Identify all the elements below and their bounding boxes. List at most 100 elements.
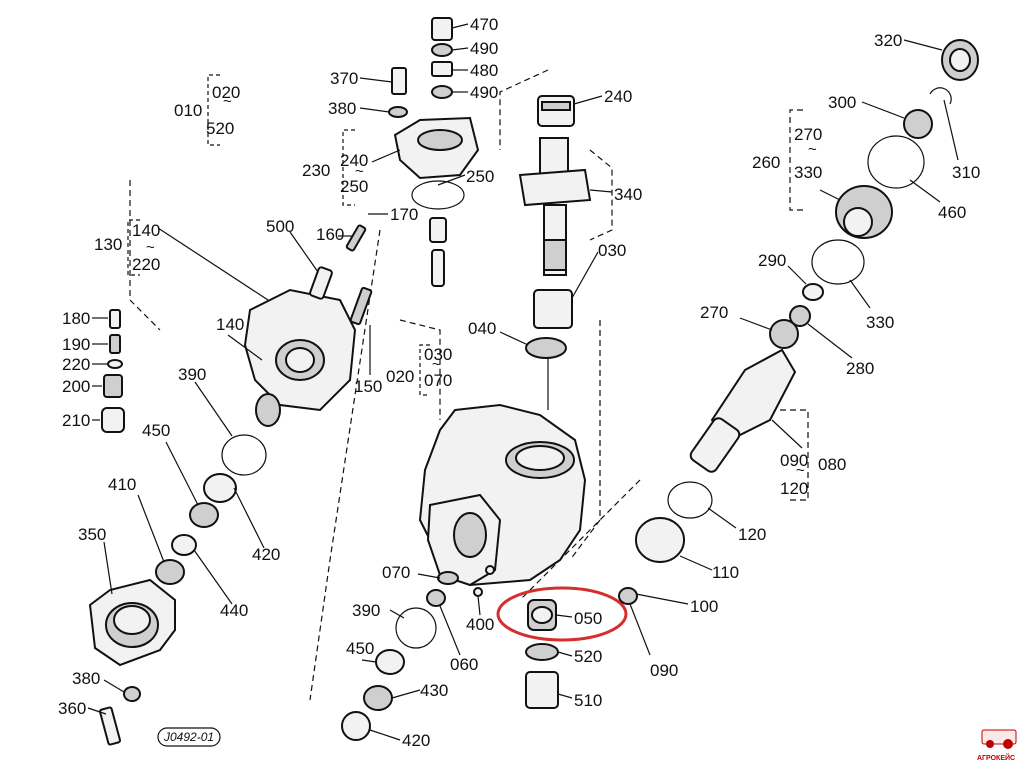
callout-420: 420 — [402, 731, 430, 750]
callout-460: 460 — [938, 203, 966, 222]
leader-390 — [194, 381, 233, 437]
leader-090b — [771, 419, 803, 449]
callout-510: 510 — [574, 691, 602, 710]
callout-190: 190 — [62, 335, 90, 354]
leader-370 — [359, 77, 393, 83]
bracket-010 — [207, 74, 220, 146]
o-ring-390b — [395, 607, 437, 649]
tilde-010: ~ — [223, 93, 232, 110]
tilde-230: ~ — [355, 163, 364, 180]
washer-220 — [107, 359, 123, 369]
callout-470: 470 — [470, 15, 498, 34]
callout-140: 140 — [216, 315, 244, 334]
frame-right-housing — [569, 320, 601, 561]
watermark-logo — [981, 729, 1017, 749]
washer-490-a — [431, 43, 453, 57]
callout-520: 520 — [574, 647, 602, 666]
leader-330 — [849, 279, 871, 309]
callout-070: 070 — [424, 371, 452, 390]
callout-210: 210 — [62, 411, 90, 430]
callout-020: 020 — [212, 83, 240, 102]
leader-490a — [451, 47, 469, 51]
leader-050 — [555, 614, 573, 618]
frame-020 — [399, 319, 441, 420]
leader-030 — [571, 251, 599, 299]
frame-340 — [589, 149, 613, 241]
leader-090c — [629, 603, 651, 656]
washer-490-b — [431, 85, 453, 99]
bolt-370 — [391, 67, 407, 95]
washer-380 — [388, 106, 408, 118]
leader-300 — [861, 101, 905, 119]
spring-200 — [103, 374, 123, 398]
leader-390b — [389, 609, 405, 619]
leader-060 — [439, 605, 461, 656]
callout-500: 500 — [266, 217, 294, 236]
pin-180 — [109, 309, 121, 329]
shim-290 — [802, 283, 824, 301]
callout-030: 030 — [598, 241, 626, 260]
callout-330: 330 — [866, 313, 894, 332]
drive-shaft-090 — [710, 348, 797, 442]
bearing-410 — [155, 559, 185, 585]
leader-270-hub — [819, 189, 841, 201]
bearing-270b — [769, 319, 799, 349]
leader-380 — [359, 107, 390, 113]
callout-070: 070 — [382, 563, 410, 582]
leader-410 — [137, 494, 165, 563]
callout-440: 440 — [220, 601, 248, 620]
cover-110 — [635, 517, 685, 563]
callout-140: 140 — [132, 221, 160, 240]
watermark-text: АГРОКЕЙС — [977, 753, 1015, 762]
callout-390: 390 — [352, 601, 380, 620]
seal-060 — [426, 589, 446, 607]
leader-520 — [557, 651, 573, 657]
cap-nut-470 — [431, 17, 453, 41]
callout-260: 260 — [752, 153, 780, 172]
leader-280 — [807, 323, 853, 359]
highlight-ellipse-050 — [496, 586, 628, 642]
callout-200: 200 — [62, 377, 90, 396]
callout-240: 240 — [340, 151, 368, 170]
leader-420 — [233, 487, 265, 549]
callout-370: 370 — [330, 69, 358, 88]
callout-090: 090 — [780, 451, 808, 470]
callout-400: 400 — [466, 615, 494, 634]
leader-460 — [909, 179, 941, 203]
callout-120: 120 — [738, 525, 766, 544]
callout-330: 330 — [794, 163, 822, 182]
leader-040 — [499, 331, 529, 346]
callout-250: 250 — [466, 167, 494, 186]
tilde-260: ~ — [808, 141, 817, 158]
bolt-360 — [98, 706, 122, 746]
bearing-280 — [789, 305, 811, 327]
plunger-250 — [431, 249, 445, 287]
frame-260 — [789, 109, 803, 211]
leader-140b — [227, 334, 263, 361]
cover-350-top — [113, 605, 151, 635]
leader-440 — [193, 549, 233, 605]
callout-380: 380 — [328, 99, 356, 118]
o-ring-330 — [811, 239, 865, 285]
bracket-130 — [127, 219, 140, 276]
callout-230: 230 — [302, 161, 330, 180]
bearing-240-rollers — [541, 101, 571, 111]
leader-510 — [557, 693, 573, 699]
leader-310 — [943, 99, 959, 161]
tractor-wheel-icon — [1003, 739, 1013, 749]
callout-010: 010 — [174, 101, 202, 120]
leader-270b — [739, 317, 773, 331]
drive-shaft-end — [689, 417, 741, 473]
governor-housing-bore-inner — [285, 347, 315, 373]
callout-060: 060 — [450, 655, 478, 674]
seal-450b — [375, 649, 405, 675]
bearing-430 — [363, 685, 393, 711]
shaft-spline — [543, 239, 567, 271]
shaft-cam-340 — [518, 168, 592, 207]
callout-270: 270 — [794, 125, 822, 144]
callout-480: 480 — [470, 61, 498, 80]
callout-340: 340 — [614, 185, 642, 204]
callout-040: 040 — [468, 319, 496, 338]
